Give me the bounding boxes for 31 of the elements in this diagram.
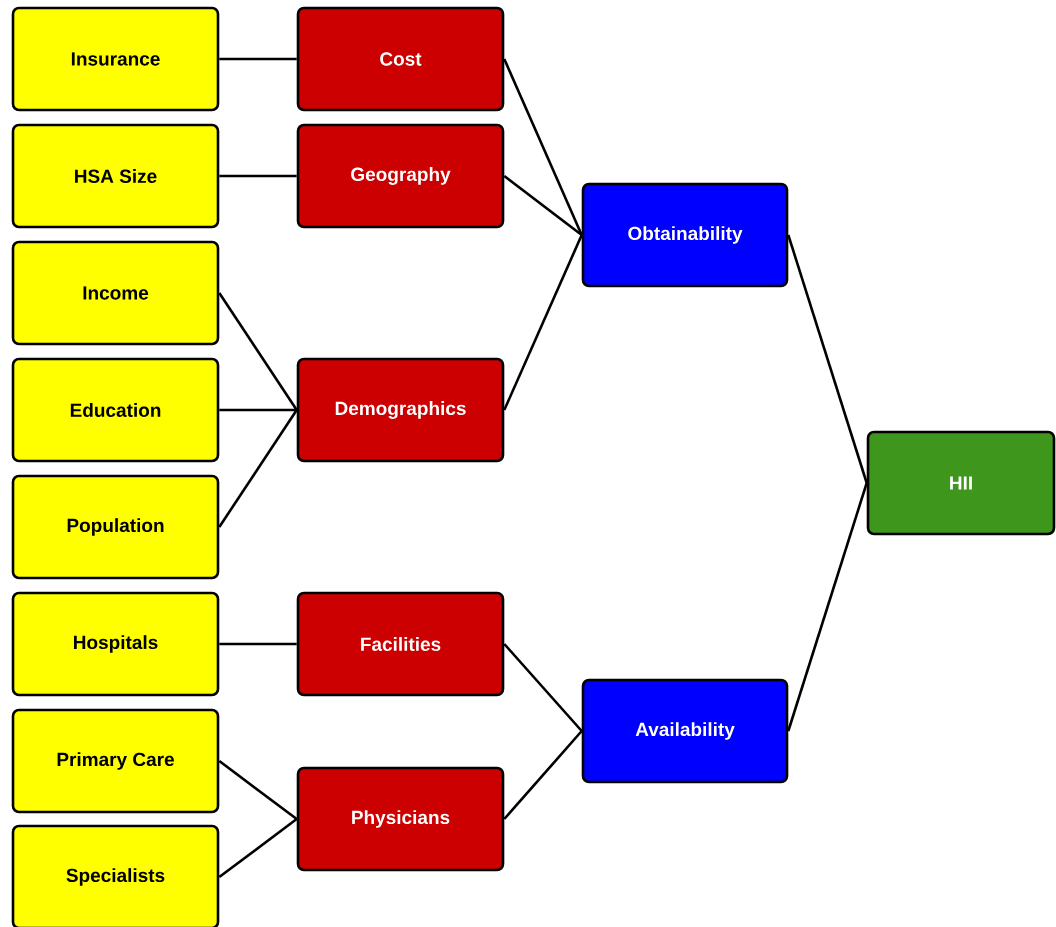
factor-box: Population [11, 474, 220, 580]
connector-line [218, 759, 298, 821]
connector-line [503, 234, 583, 411]
category-box: Demographics [296, 357, 505, 463]
connector-line [787, 482, 868, 732]
dimension-box: Obtainability [581, 182, 789, 288]
connector-line [219, 642, 297, 646]
factor-box: Hospitals [11, 591, 220, 697]
connector-line [219, 408, 297, 412]
category-box: Cost [296, 6, 505, 112]
factor-box: Income [11, 240, 220, 346]
category-box: Facilities [296, 591, 505, 697]
connector-line [787, 234, 868, 484]
dimension-box: Availability [581, 678, 789, 784]
connector-line [218, 292, 298, 411]
connector-line [218, 409, 298, 528]
connector-line [503, 58, 583, 236]
factor-box: HSA Size [11, 123, 220, 229]
connector-line [503, 730, 583, 820]
factor-box: Primary Care [11, 708, 220, 814]
connector-line [219, 57, 297, 61]
category-box: Physicians [296, 766, 505, 872]
category-box: Geography [296, 123, 505, 229]
connector-line [503, 174, 583, 237]
factor-box: Insurance [11, 6, 220, 112]
connector-line [503, 643, 583, 732]
factor-box: Education [11, 357, 220, 463]
factor-box: Specialists [11, 824, 220, 927]
connector-line [219, 174, 297, 178]
connector-line [218, 817, 298, 879]
index-box: HII [866, 430, 1056, 536]
